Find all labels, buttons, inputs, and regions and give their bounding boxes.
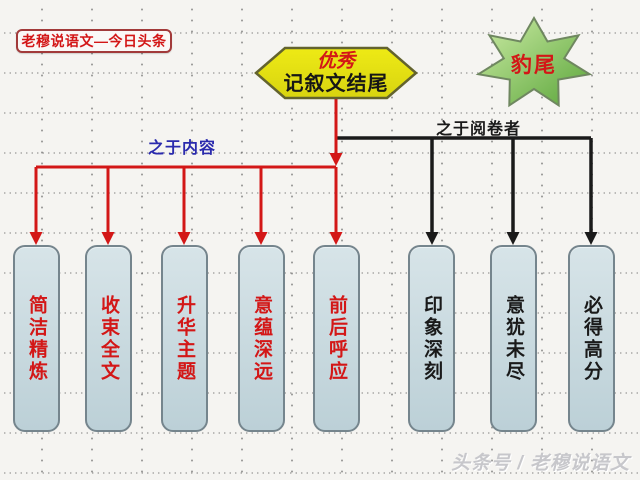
reason-box: 升华主题: [161, 245, 208, 432]
reason-box-label: 印象深刻: [421, 294, 442, 383]
black-connector-lines: [336, 136, 593, 234]
reason-box-label: 升华主题: [174, 294, 195, 383]
watermark: 头条号 / 老穆说语文: [451, 453, 630, 474]
reason-box: 印象深刻: [408, 245, 455, 432]
black-arrowheads: [425, 232, 598, 245]
star-label: 豹尾: [511, 54, 557, 77]
red-connector-lines: [34, 97, 338, 234]
hexagon-title: 优秀 记叙文结尾: [256, 51, 416, 96]
reason-box-label: 必得高分: [581, 294, 602, 383]
reason-box-label: 前后呼应: [326, 294, 347, 383]
hexagon-shape: [254, 46, 418, 100]
reason-box: 必得高分: [568, 245, 615, 432]
branch-label-reader: 之于阅卷者: [436, 121, 522, 138]
reason-box-label: 简洁精炼: [26, 294, 47, 383]
reason-box-label: 意蕴深远: [251, 294, 272, 383]
reason-box: 意蕴深远: [238, 245, 285, 432]
brand-badge: 老穆说语文—今日头条: [16, 29, 172, 53]
branch-label-content: 之于内容: [148, 140, 217, 157]
reason-box-label: 收束全文: [98, 294, 119, 383]
reason-box: 简洁精炼: [13, 245, 60, 432]
star-shape: [475, 15, 593, 108]
reason-box: 前后呼应: [313, 245, 360, 432]
reason-box: 意犹未尽: [490, 245, 537, 432]
reason-box: 收束全文: [85, 245, 132, 432]
reason-box-label: 意犹未尽: [503, 294, 524, 383]
hexagon-title-line2: 记叙文结尾: [283, 72, 389, 95]
hexagon-title-line1: 优秀: [316, 51, 355, 72]
